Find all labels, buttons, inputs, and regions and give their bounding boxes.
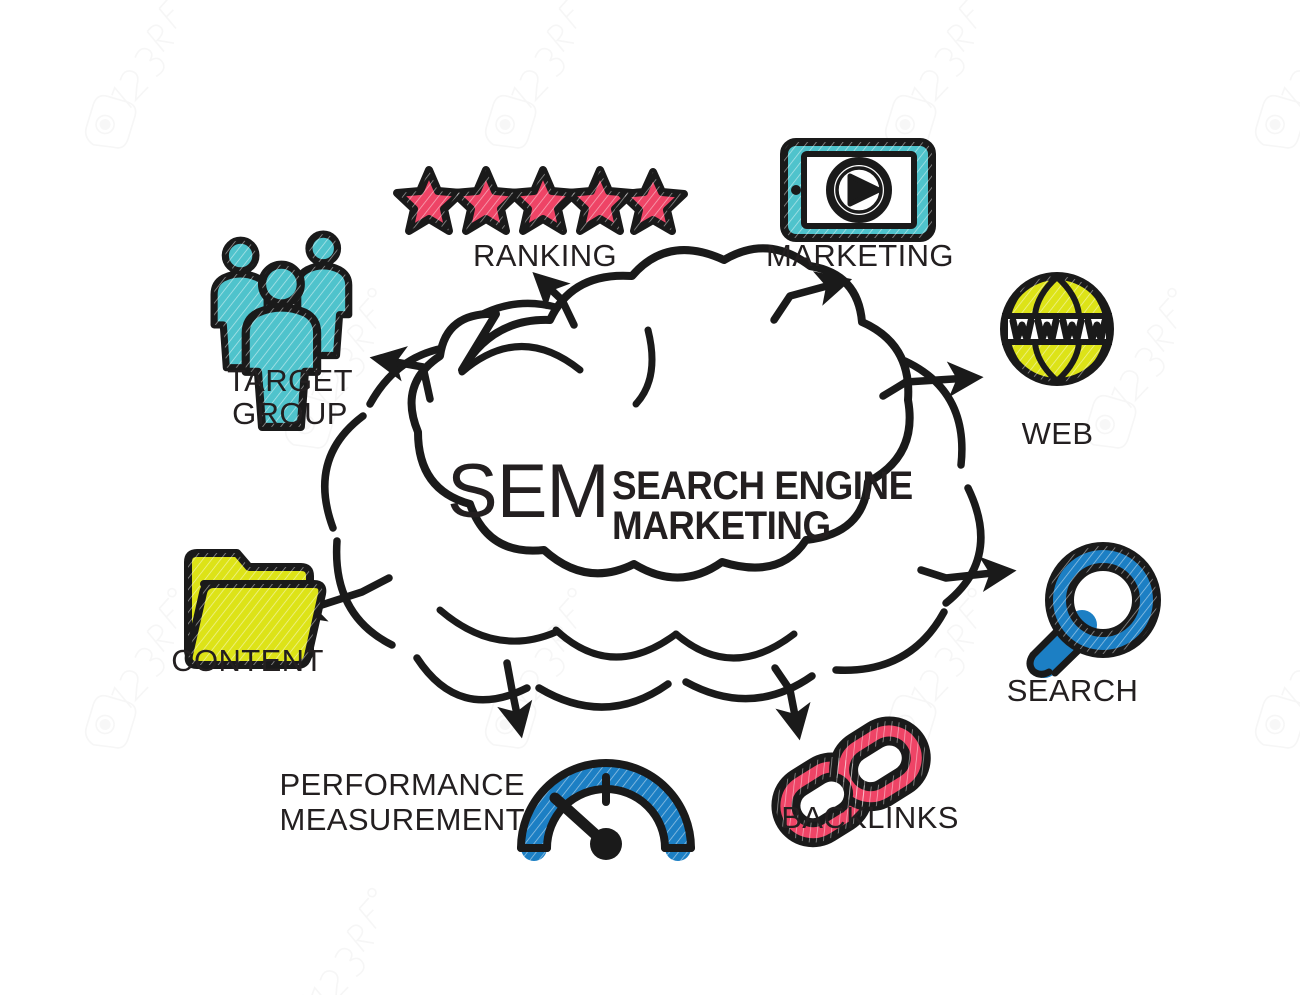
arrow-to-performance	[497, 659, 533, 739]
people-group-icon	[210, 230, 353, 431]
radiating-arrows	[289, 271, 1017, 741]
five-stars-icon	[393, 166, 688, 235]
label-content: CONTENT	[171, 643, 324, 678]
arrow-to-target-group	[369, 346, 434, 403]
label-backlinks: BACKLINKS	[781, 800, 959, 835]
label-performance-measurement: PERFORMANCE MEASUREMENT	[279, 767, 525, 837]
label-web: WEB	[1021, 416, 1094, 451]
tablet-play-video-icon	[780, 138, 936, 242]
label-ranking: RANKING	[472, 238, 618, 273]
center-acronym: SEM	[447, 449, 610, 534]
arrow-to-web	[879, 361, 984, 400]
globe-www-icon	[1000, 272, 1114, 386]
magnifying-glass-icon	[1026, 542, 1161, 678]
label-search: SEARCH	[1006, 673, 1139, 708]
arrow-to-search	[917, 556, 1017, 593]
speedometer-gauge-icon	[517, 759, 695, 861]
cloud-shape	[407, 244, 914, 582]
folder-icon	[184, 549, 327, 669]
arrow-to-marketing	[770, 271, 853, 324]
center-expansion-line1: SEARCH ENGINE	[612, 464, 913, 508]
label-marketing: MARKETING	[766, 238, 954, 273]
label-target-group: TARGET GROUP	[227, 363, 353, 431]
center-expansion-line2: MARKETING	[612, 504, 831, 548]
arrow-to-backlinks	[771, 664, 811, 741]
cloud-inner-bumps	[436, 326, 798, 662]
arrow-to-ranking	[532, 271, 578, 329]
chain-links-icon	[771, 716, 931, 848]
